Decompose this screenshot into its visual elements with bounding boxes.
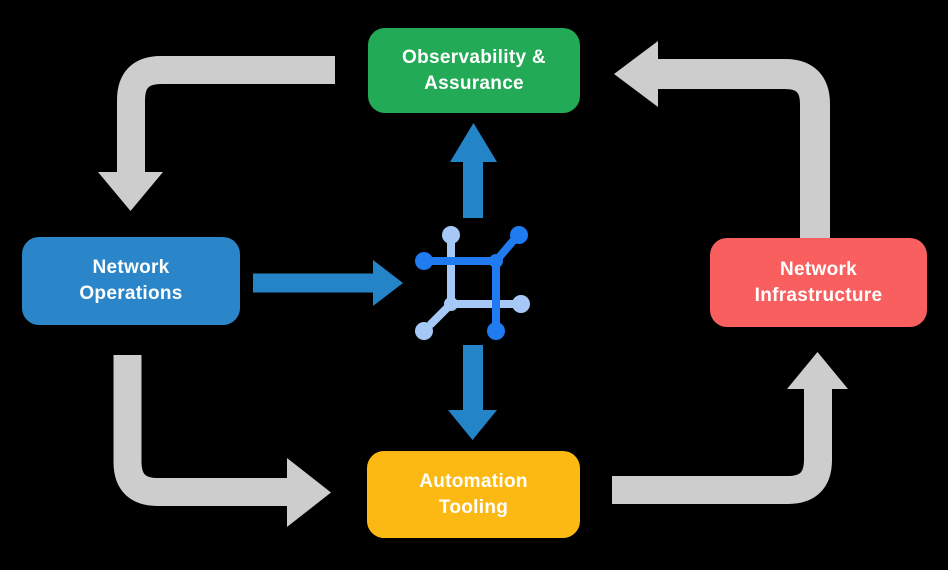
cycle-arrow-infrastructure-to-observability	[614, 41, 830, 238]
network-mesh-icon-dark-lines	[415, 226, 528, 340]
node-infrastructure-label-line2: Infrastructure	[754, 284, 883, 306]
node-automation-label-line2: Tooling	[438, 496, 509, 518]
network-mesh-icon-light-lines	[415, 226, 530, 340]
flow-arrow-icon-to-automation	[448, 345, 497, 440]
node-network-infrastructure: Network Infrastructure	[710, 238, 927, 327]
node-network-operations: Network Operations	[22, 237, 240, 325]
cycle-arrow-operations-to-automation	[113, 355, 331, 527]
flow-arrowhead-up	[450, 123, 497, 162]
node-observability-label-line1: Observability &	[402, 46, 546, 68]
flow-arrow-operations-to-icon	[253, 260, 403, 306]
cycle-arrowhead-up	[787, 352, 848, 389]
cycle-arrow-shaft	[658, 59, 830, 238]
cycle-arrowhead-right	[287, 458, 331, 527]
cycle-arrow-shaft	[113, 355, 288, 506]
cycle-arrow-observability-to-operations	[98, 56, 335, 211]
node-automation-label-line1: Automation	[419, 470, 528, 492]
cycle-arrowhead-down	[98, 172, 163, 211]
network-mesh-icon	[415, 226, 530, 340]
cycle-arrow-shaft	[612, 389, 832, 504]
node-operations-label-line2: Operations	[79, 283, 183, 304]
node-infrastructure-label-line1: Network	[779, 258, 858, 280]
node-observability: Observability & Assurance	[368, 28, 580, 113]
node-operations-label-line1: Network	[92, 257, 170, 278]
cycle-arrowhead-left	[614, 41, 658, 107]
flow-arrowhead-down	[448, 410, 497, 440]
node-automation-tooling: Automation Tooling	[367, 451, 580, 538]
cycle-arrow-automation-to-infrastructure	[612, 352, 848, 504]
node-observability-label-line2: Assurance	[424, 72, 524, 94]
flow-arrowhead-right	[373, 260, 403, 306]
flow-arrow-icon-to-observability	[450, 123, 497, 218]
cycle-arrow-shaft	[117, 56, 335, 173]
